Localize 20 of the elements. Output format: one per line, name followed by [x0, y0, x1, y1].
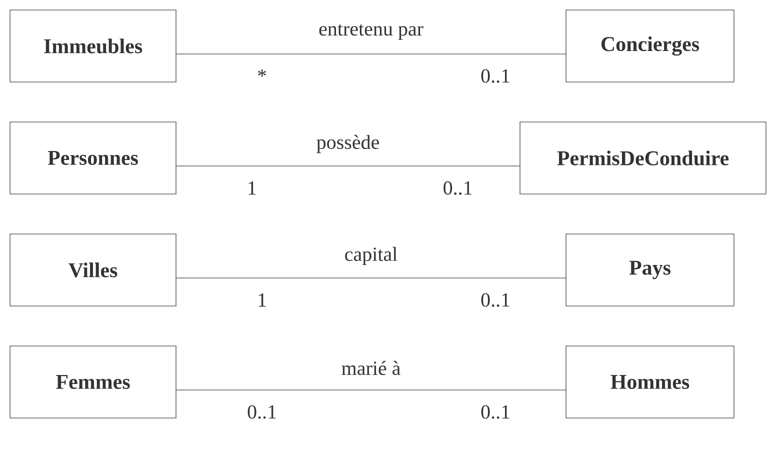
- class-box: Hommes: [566, 346, 734, 418]
- association-name: marié à: [342, 360, 400, 376]
- multiplicity: 0..1: [444, 181, 472, 195]
- multiplicity: *: [258, 69, 266, 77]
- multiplicity: 0..1: [248, 405, 276, 419]
- multiplicity: 1: [248, 181, 256, 195]
- class-box: PermisDeConduire: [520, 122, 766, 194]
- class-box: Femmes: [10, 346, 176, 418]
- association-name: capital: [345, 246, 398, 266]
- association-name: possède: [316, 134, 379, 154]
- class-box: Pays: [566, 234, 734, 306]
- class-box: Immeubles: [10, 10, 176, 82]
- multiplicity: 0..1: [481, 69, 510, 83]
- multiplicity: 0..1: [481, 293, 510, 307]
- class-box: Concierges: [566, 10, 734, 82]
- class-box: Villes: [10, 234, 176, 306]
- association-name: entretenu par: [319, 24, 424, 40]
- class-box: Personnes: [10, 122, 176, 194]
- multiplicity: 0..1: [481, 405, 510, 419]
- multiplicity: 1: [258, 293, 266, 307]
